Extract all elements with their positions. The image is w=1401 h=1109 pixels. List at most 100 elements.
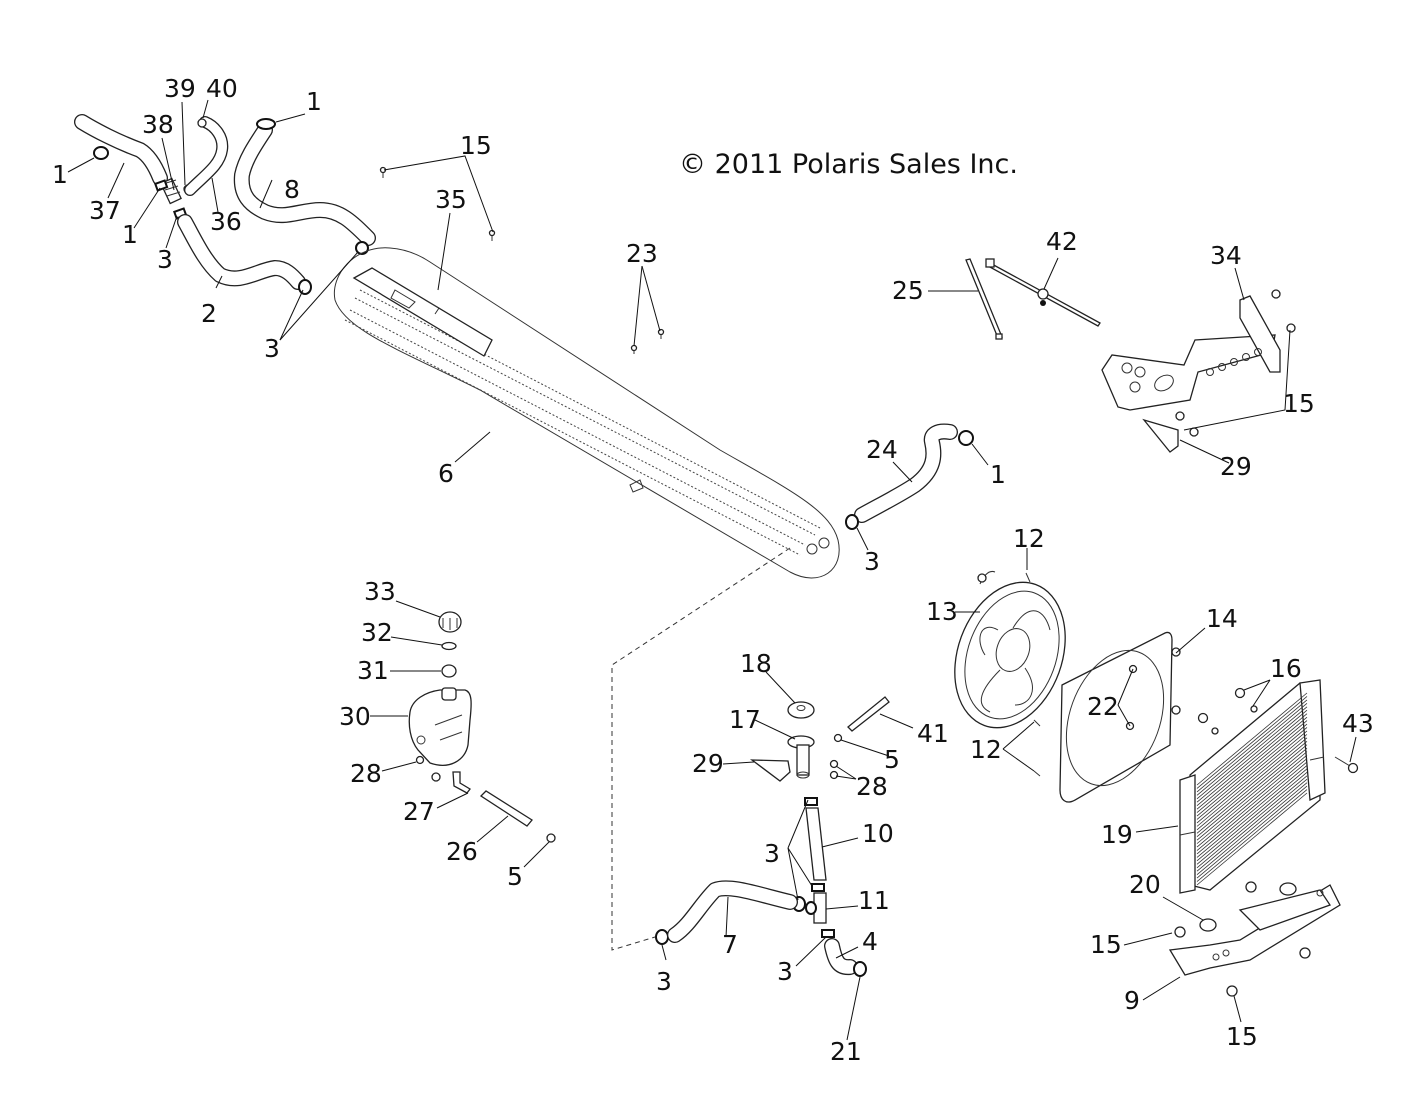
part-18-radiator-cap[interactable] [787, 701, 815, 719]
part-1-clamp-b[interactable] [153, 179, 169, 192]
part-26-hose[interactable] [479, 790, 533, 827]
radiator-fin [1196, 765, 1308, 858]
radiator-fin [1196, 751, 1308, 844]
part-28-screws-a[interactable] [415, 755, 441, 782]
callout-6: 6 [438, 459, 454, 488]
part-3-clamp-b[interactable] [298, 279, 312, 295]
callout-1: 1 [990, 460, 1006, 489]
part-7-hose[interactable] [667, 880, 798, 943]
radiator-fin [1196, 699, 1308, 793]
leader-lines [67, 99, 1357, 1041]
callout-42: 42 [1046, 227, 1078, 256]
radiator-fin [1196, 740, 1308, 834]
part-3-clamp-d[interactable] [845, 514, 859, 530]
part-23-screw-b[interactable] [657, 328, 665, 340]
part-42-cable-tie-clip[interactable] [985, 258, 1101, 327]
radiator-fin [1196, 713, 1308, 806]
callout-26: 26 [446, 837, 478, 866]
callout-14: 14 [1206, 604, 1238, 633]
callout-27: 27 [403, 797, 435, 826]
part-35-bracket[interactable] [352, 267, 493, 357]
radiator-fin [1196, 768, 1308, 862]
part-33-cap[interactable] [438, 611, 462, 633]
callout-29: 29 [1220, 452, 1252, 481]
part-22-grommets[interactable] [1125, 664, 1138, 731]
radiator-fin [1196, 727, 1308, 820]
callout-15: 15 [1283, 389, 1315, 418]
part-21-clamp[interactable] [853, 961, 867, 977]
part-36-hose[interactable] [184, 116, 229, 196]
callout-25: 25 [892, 276, 924, 305]
part-5-clamp-b[interactable] [833, 733, 843, 743]
part-37-hose[interactable] [74, 114, 168, 186]
callout-3: 3 [157, 245, 173, 274]
part-1-clamp-a[interactable] [93, 146, 109, 160]
callout-3: 3 [656, 967, 672, 996]
callout-37: 37 [89, 196, 121, 225]
part-43-bolt[interactable] [1334, 756, 1359, 774]
callout-23: 23 [626, 239, 658, 268]
radiator-fin [1196, 703, 1308, 796]
part-15-screw-b[interactable] [488, 229, 496, 242]
callout-3: 3 [264, 334, 280, 363]
callout-35: 35 [435, 185, 467, 214]
part-34-bracket[interactable] [1101, 295, 1281, 411]
radiator-fin [1196, 696, 1308, 789]
part-20-grommet[interactable] [1199, 882, 1297, 932]
callout-1: 1 [122, 220, 138, 249]
part-2-hose[interactable] [177, 214, 306, 290]
part-24-hose[interactable] [854, 423, 958, 523]
part-40-fitting[interactable] [197, 118, 207, 128]
radiator-fin [1196, 782, 1308, 875]
part-15-screws-lower[interactable] [1174, 881, 1311, 997]
copyright-text: © 2011 Polaris Sales Inc. [679, 149, 1018, 180]
part-29-bracket-a[interactable] [1142, 418, 1179, 453]
part-14-shroud[interactable] [1049, 631, 1181, 803]
callout-10: 10 [862, 819, 894, 848]
radiator-fin [1196, 758, 1308, 851]
callout-4: 4 [862, 927, 878, 956]
part-1-clamp-c[interactable] [256, 118, 276, 130]
part-9-bracket[interactable] [1168, 884, 1341, 976]
part-30-reservoir[interactable] [408, 687, 472, 766]
callout-15: 15 [1090, 930, 1122, 959]
part-28-screws-b[interactable] [829, 759, 839, 780]
part-12-screws[interactable] [1025, 572, 1041, 777]
callout-18: 18 [740, 649, 772, 678]
part-31-fitting[interactable] [441, 664, 457, 678]
part-23-screw-a[interactable] [630, 344, 638, 355]
callout-40: 40 [206, 74, 238, 103]
radiator-fin [1196, 778, 1308, 872]
radiator-fin [1196, 761, 1308, 855]
callout-12: 12 [1013, 524, 1045, 553]
part-41-hose[interactable] [847, 696, 890, 732]
callout-43: 43 [1342, 709, 1374, 738]
part-6-tube-assembly[interactable] [333, 247, 840, 579]
callout-5: 5 [884, 745, 900, 774]
part-1-clamp-d[interactable] [958, 430, 974, 446]
callout-1: 1 [306, 87, 322, 116]
callout-12: 12 [970, 735, 1002, 764]
callout-28: 28 [350, 759, 382, 788]
reference-dashed-line [611, 547, 791, 951]
part-32-seal[interactable] [441, 641, 457, 651]
part-10-hose[interactable] [805, 807, 827, 881]
part-15-screw-a[interactable] [379, 166, 387, 179]
radiator-fin [1196, 692, 1308, 786]
callout-38: 38 [142, 110, 174, 139]
radiator-fin [1196, 789, 1308, 882]
part-4-elbow-hose[interactable] [824, 938, 858, 976]
part-13-fan[interactable] [935, 567, 1084, 744]
part-16-nuts[interactable] [1197, 687, 1258, 735]
part-25-cable-tie[interactable] [965, 258, 1003, 340]
radiator-fin [1196, 730, 1308, 824]
part-27-elbow[interactable] [452, 771, 471, 794]
part-17-filler-neck[interactable] [787, 735, 815, 779]
part-8-hose[interactable] [233, 122, 376, 246]
callout-30: 30 [339, 702, 371, 731]
part-11-tee-fitting[interactable] [805, 892, 827, 924]
part-29-bracket-b[interactable] [749, 759, 791, 782]
part-5-clamp-a[interactable] [546, 833, 556, 843]
callout-11: 11 [858, 886, 890, 915]
part-19-radiator[interactable] [1179, 679, 1326, 894]
